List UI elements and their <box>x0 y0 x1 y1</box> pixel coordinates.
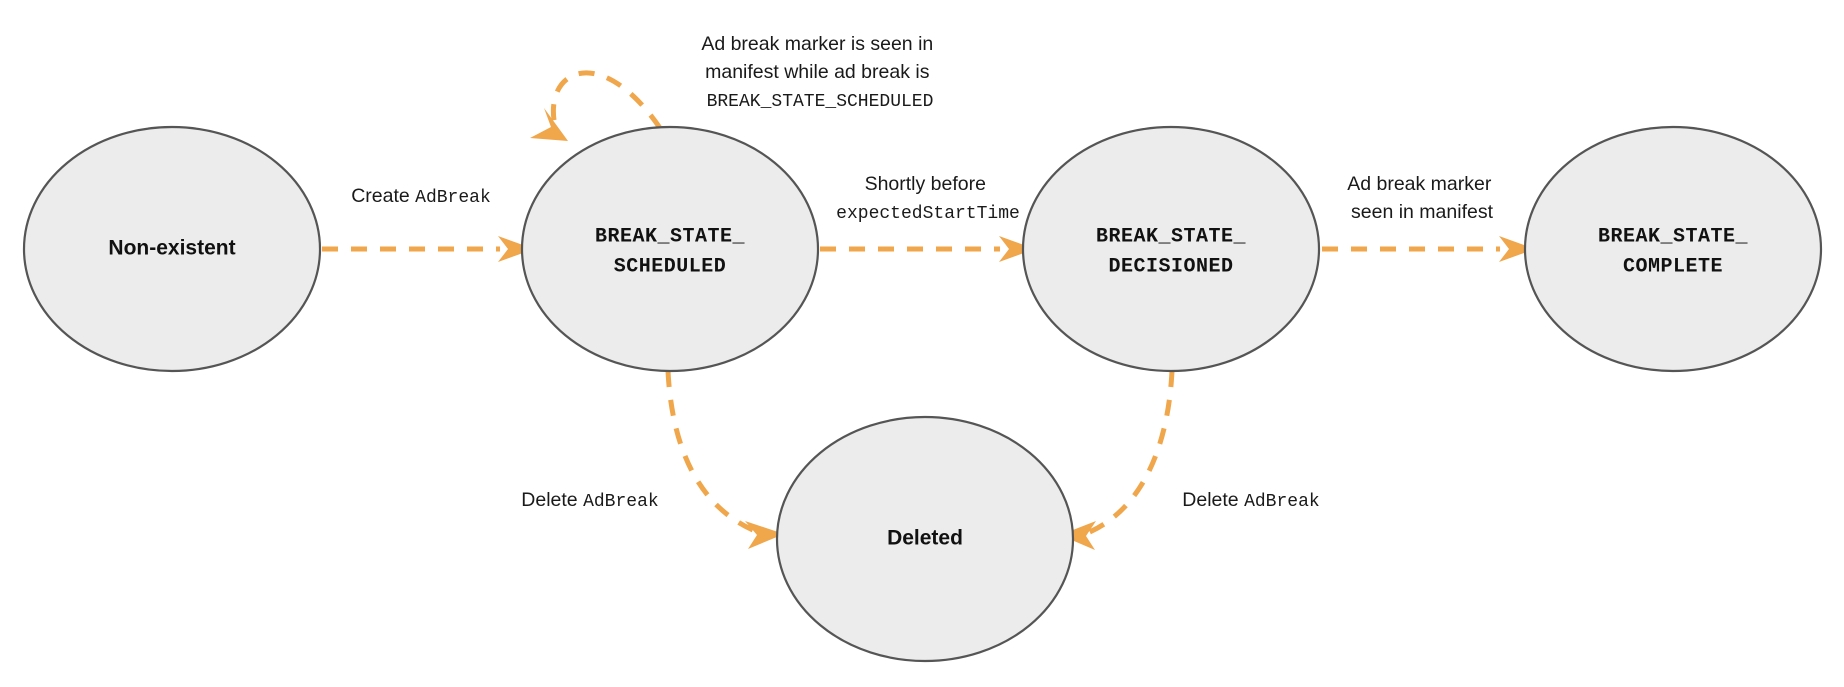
node-break-state-scheduled-shape[interactable] <box>520 125 820 373</box>
edge-self-loop-line <box>550 70 663 131</box>
edge-self-loop-marker-seen: Ad break marker is seen in manifest whil… <box>530 33 938 141</box>
node-deleted[interactable]: Deleted <box>775 415 1075 663</box>
edge-delete-from-decisioned-arrowhead <box>1060 521 1096 550</box>
node-break-state-decisioned-label-line1: BREAK_STATE_ <box>1096 225 1247 248</box>
node-deleted-label: Deleted <box>887 527 963 550</box>
edge-delete-from-decisioned-line <box>1084 370 1175 537</box>
edge-marker-seen-complete-arrowhead <box>1499 236 1535 262</box>
node-non-existent-label: Non-existent <box>108 237 235 260</box>
edge-delete-from-scheduled: Delete AdBreak <box>521 370 784 549</box>
edge-delete-from-decisioned-label: Delete AdBreak <box>1182 489 1319 512</box>
node-break-state-scheduled-label-line1: BREAK_STATE_ <box>595 225 746 248</box>
edge-delete-from-scheduled-line <box>665 370 761 536</box>
node-break-state-complete-label-line2: COMPLETE <box>1623 255 1723 278</box>
node-break-state-decisioned[interactable]: BREAK_STATE_ DECISIONED <box>1021 125 1321 373</box>
edge-delete-from-decisioned: Delete AdBreak <box>1060 370 1320 550</box>
edge-self-loop-arrowhead <box>530 108 568 141</box>
edge-marker-seen-complete: Ad break marker seen in manifest <box>1322 173 1535 262</box>
node-break-state-scheduled-label-line2: SCHEDULED <box>614 255 727 278</box>
node-break-state-scheduled[interactable]: BREAK_STATE_ SCHEDULED <box>520 125 820 373</box>
edge-self-loop-label: Ad break marker is seen in manifest whil… <box>701 33 938 112</box>
node-non-existent-shape[interactable] <box>22 125 322 373</box>
edge-delete-from-scheduled-arrowhead <box>745 521 784 549</box>
node-break-state-complete-shape[interactable] <box>1523 125 1823 373</box>
edge-create-adbreak-arrowhead <box>498 236 534 262</box>
edge-create-adbreak: Create AdBreak <box>322 185 534 262</box>
edge-create-adbreak-label: Create AdBreak <box>351 185 491 208</box>
edge-delete-from-scheduled-label: Delete AdBreak <box>521 489 658 512</box>
edge-shortly-before-label: Shortly before expectedStartTime <box>836 173 1020 224</box>
node-break-state-complete[interactable]: BREAK_STATE_ COMPLETE <box>1523 125 1823 373</box>
node-deleted-shape[interactable] <box>775 415 1075 663</box>
edge-marker-seen-complete-label: Ad break marker seen in manifest <box>1347 173 1497 223</box>
node-non-existent[interactable]: Non-existent <box>22 125 322 373</box>
node-break-state-complete-label-line1: BREAK_STATE_ <box>1598 225 1749 248</box>
edge-shortly-before: Shortly before expectedStartTime <box>820 173 1035 262</box>
node-break-state-decisioned-label-line2: DECISIONED <box>1108 255 1233 278</box>
node-break-state-decisioned-shape[interactable] <box>1021 125 1321 373</box>
edge-shortly-before-arrowhead <box>999 236 1035 262</box>
